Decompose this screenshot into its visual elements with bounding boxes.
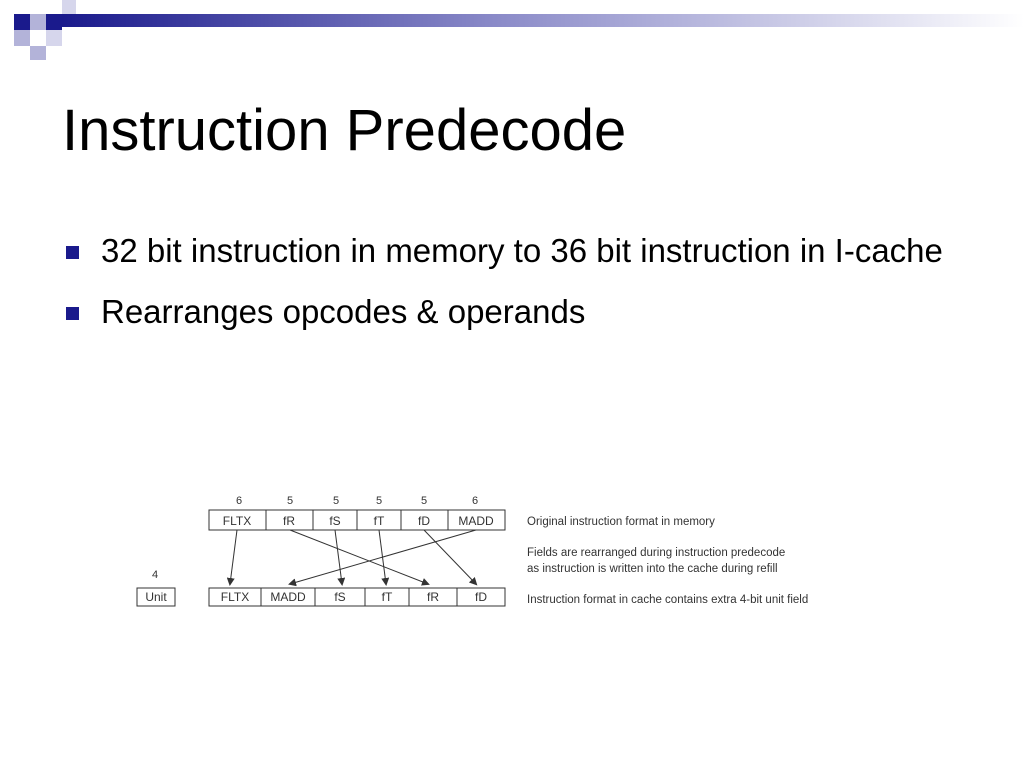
header-square (30, 46, 46, 60)
cache-field-label: FLTX (221, 590, 249, 604)
memory-field-width: 6 (236, 495, 242, 507)
memory-field-label: fD (418, 514, 430, 528)
slide-title: Instruction Predecode (62, 98, 627, 163)
memory-field-label: fR (283, 514, 295, 528)
header-square (62, 0, 76, 14)
unit-field-label: Unit (145, 590, 167, 604)
header-square (14, 14, 30, 30)
rearrange-arrows (226, 529, 478, 587)
cache-field-label: fR (427, 590, 439, 604)
cache-field-label: fS (334, 590, 345, 604)
square-bullet-icon (66, 307, 79, 320)
cache-field-label: fT (382, 590, 393, 604)
unit-field-width: 4 (152, 569, 158, 581)
cache-format-note: Instruction format in cache contains ext… (527, 594, 808, 606)
header-square (30, 14, 46, 30)
rearrange-note: Fields are rearranged during instruction… (527, 547, 785, 559)
memory-format-note: Original instruction format in memory (527, 516, 715, 528)
header-square (46, 14, 62, 30)
cache-format-row (208, 587, 506, 607)
memory-field-width: 5 (287, 495, 293, 507)
bullet-item: 32 bit instruction in memory to 36 bit i… (66, 228, 966, 273)
unit-field-box (136, 587, 176, 607)
memory-field-width: 5 (333, 495, 339, 507)
header-gradient-bar (62, 14, 1024, 27)
memory-field-width: 6 (472, 495, 478, 507)
memory-field-label: FLTX (223, 514, 251, 528)
bullet-text: Rearranges opcodes & operands (101, 293, 586, 330)
bullet-list: 32 bit instruction in memory to 36 bit i… (66, 228, 966, 350)
memory-field-label: MADD (458, 514, 494, 528)
square-bullet-icon (66, 246, 79, 259)
header-decoration (14, 0, 1024, 60)
header-square (46, 30, 62, 46)
bullet-text: 32 bit instruction in memory to 36 bit i… (101, 232, 943, 269)
cache-field-label: fD (475, 590, 487, 604)
memory-field-label: fS (329, 514, 340, 528)
bullet-item: Rearranges opcodes & operands (66, 289, 966, 334)
memory-field-label: fT (374, 514, 385, 528)
header-square (14, 30, 30, 46)
memory-field-width: 5 (376, 495, 382, 507)
cache-field-label: MADD (270, 590, 306, 604)
predecode-diagram: 6 5 5 5 5 6 FLTX fR fS fT fD MADD 4 Unit… (136, 495, 808, 607)
memory-field-width: 5 (421, 495, 427, 507)
rearrange-note: as instruction is written into the cache… (527, 563, 778, 575)
